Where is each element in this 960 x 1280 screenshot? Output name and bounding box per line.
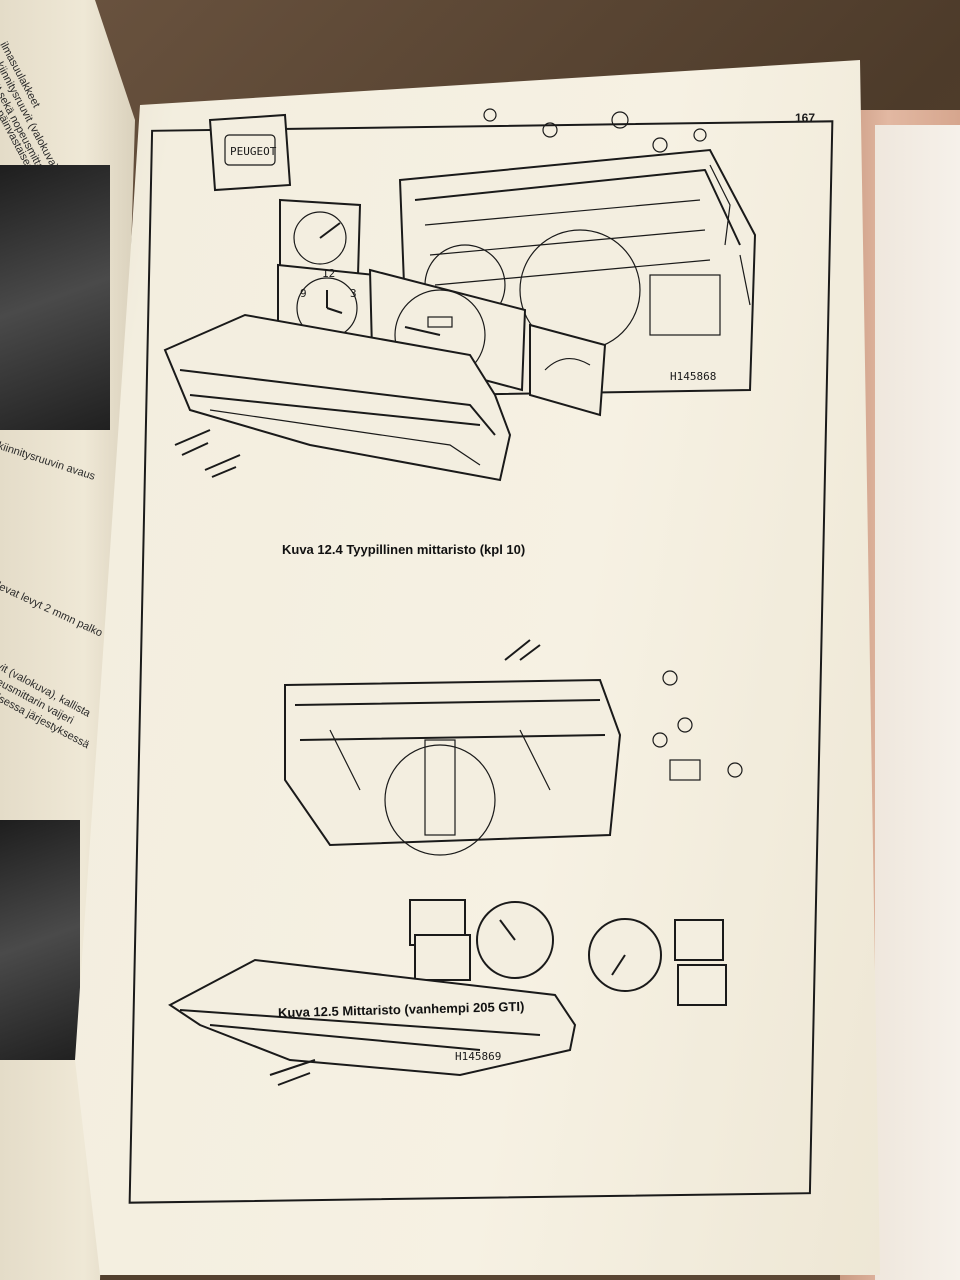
left-text-line: kiinnitysruuvin avaus xyxy=(0,440,97,483)
tachometer-gauge xyxy=(368,268,527,392)
fixing-screws xyxy=(174,429,241,478)
cover-inner-page xyxy=(875,125,960,1280)
front-bezel-gti xyxy=(168,958,577,1077)
left-photo-bottom xyxy=(0,820,80,1060)
fixing-screw-gti xyxy=(269,1059,316,1086)
figure-12-4-drawing: PEUGEOT 12 9 3 6 xyxy=(163,108,757,482)
gti-gauges xyxy=(409,899,727,1006)
figure-12-4-caption: Kuva 12.4 Tyypillinen mittaristo (kpl 10… xyxy=(282,542,526,557)
clock-label-12: 12 xyxy=(322,267,335,280)
bulb-holders xyxy=(483,108,707,153)
rear-housing-gti xyxy=(284,678,622,856)
peugeot-badge: PEUGEOT xyxy=(208,113,292,192)
figure-12-4-code: H145868 xyxy=(670,370,716,383)
left-text-line: levat levyt 2 mmn palko xyxy=(0,580,105,640)
left-photo-top xyxy=(0,165,110,430)
clock-gauge xyxy=(279,198,362,277)
front-bezel xyxy=(163,313,512,482)
figure-12-5-code: H145869 xyxy=(455,1050,502,1063)
clock-label-3: 3 xyxy=(350,287,357,300)
figure-12-5-drawing xyxy=(168,639,743,1086)
clock-label-9: 9 xyxy=(300,287,307,300)
badge-text: PEUGEOT xyxy=(230,145,277,158)
gti-bulbs-connector xyxy=(504,639,743,781)
fuel-gauge xyxy=(529,323,607,417)
page-number: 167 xyxy=(795,111,816,125)
